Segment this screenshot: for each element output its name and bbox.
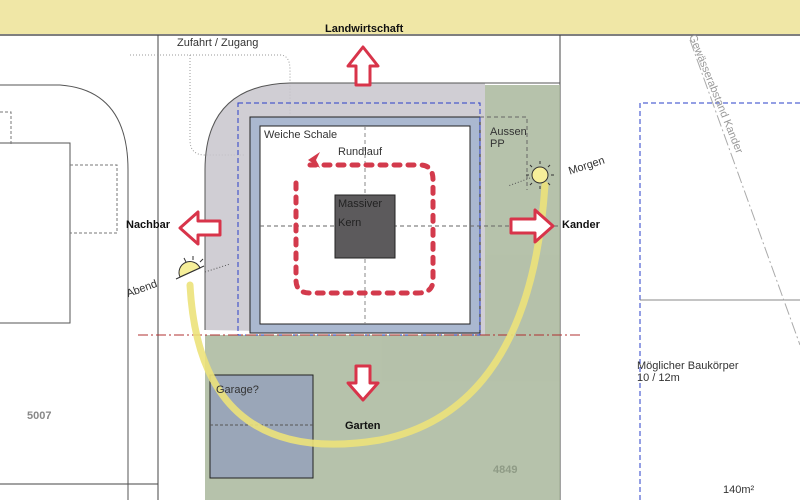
neighbour-building (0, 142, 71, 324)
road-band (0, 0, 800, 34)
label-soft-shell: Weiche Schale (264, 129, 338, 141)
label-kander: Kander (562, 219, 600, 231)
label-area: 140m² (723, 484, 755, 496)
label-landwirtschaft: Landwirtschaft (325, 23, 404, 35)
garden-wash (205, 85, 560, 500)
morning-sun-icon (526, 161, 554, 189)
circulation-loop (293, 162, 436, 296)
water-setback-line (689, 39, 800, 346)
label-outdoor-parking-2: PP (490, 138, 505, 150)
north-arrow-icon (346, 45, 380, 87)
label-outdoor-parking-1: Aussen (490, 126, 527, 138)
label-circulation: Rundlauf (338, 146, 383, 158)
label-garden: Garten (345, 420, 381, 432)
label-possible-building-1: Möglicher Baukörper (637, 360, 739, 372)
neighbour-annex (70, 164, 118, 234)
south-arrow-icon (346, 364, 380, 402)
label-core-1: Massiver (338, 198, 383, 210)
label-garage: Garage? (216, 384, 259, 396)
label-neighbour: Nachbar (126, 219, 171, 231)
massive-core (334, 194, 396, 259)
label-possible-building-2: 10 / 12m (637, 372, 680, 384)
parcel-number-left: 5007 (27, 410, 52, 422)
possible-building-envelope (639, 102, 800, 500)
evening-sun-icon (175, 256, 205, 280)
neighbour-outline (0, 84, 129, 500)
west-arrow-icon (178, 210, 222, 246)
sun-path (186, 181, 549, 448)
parcel-number-main: 4849 (493, 464, 518, 476)
label-access: Zufahrt / Zugang (177, 37, 259, 49)
label-core-2: Kern (338, 217, 362, 229)
access-path (130, 54, 291, 156)
east-arrow-icon (509, 208, 555, 244)
